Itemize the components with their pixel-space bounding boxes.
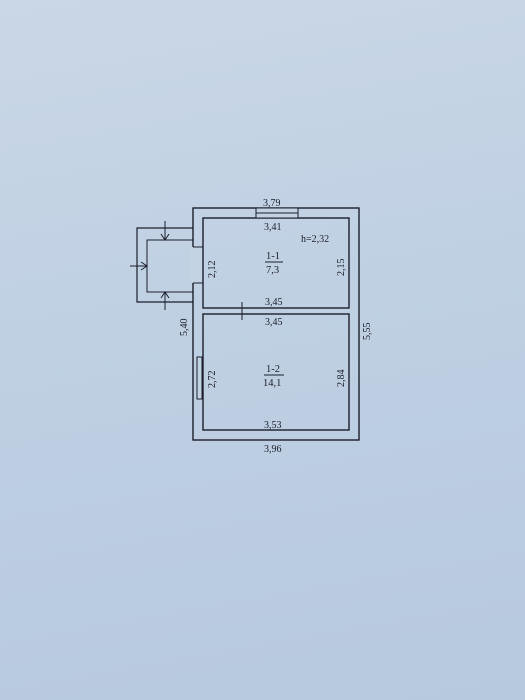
left-window xyxy=(196,356,203,400)
overall-height-right: 5,55 xyxy=(362,323,373,341)
overall-width-bottom: 3,96 xyxy=(264,444,282,455)
room-1-2-width: 3,53 xyxy=(264,420,282,431)
height-note: h=2,32 xyxy=(301,234,329,245)
room-1-2-number: 1-2 xyxy=(266,364,280,375)
porch-inner xyxy=(146,239,193,293)
room-1-1-height-left: 2,12 xyxy=(207,261,218,279)
room-1-1-number: 1-1 xyxy=(266,251,280,262)
room-1-1-width: 3,41 xyxy=(264,222,282,233)
room-1-1-height-right: 2,15 xyxy=(336,259,347,277)
middle-wall-top: 3,45 xyxy=(265,297,283,308)
room-1-2-height-right: 2,84 xyxy=(336,370,347,388)
room-1-2-outline xyxy=(202,313,350,431)
overall-width-top: 3,79 xyxy=(263,198,281,209)
overall-height-left: 5,40 xyxy=(179,319,190,337)
middle-wall-bottom: 3,45 xyxy=(265,317,283,328)
room-1-2-height-left: 2,72 xyxy=(207,371,218,389)
entrance-arrow-icon xyxy=(130,221,170,310)
room-1-2-area: 14,1 xyxy=(263,378,281,389)
room-1-1-area: 7,3 xyxy=(266,265,279,276)
